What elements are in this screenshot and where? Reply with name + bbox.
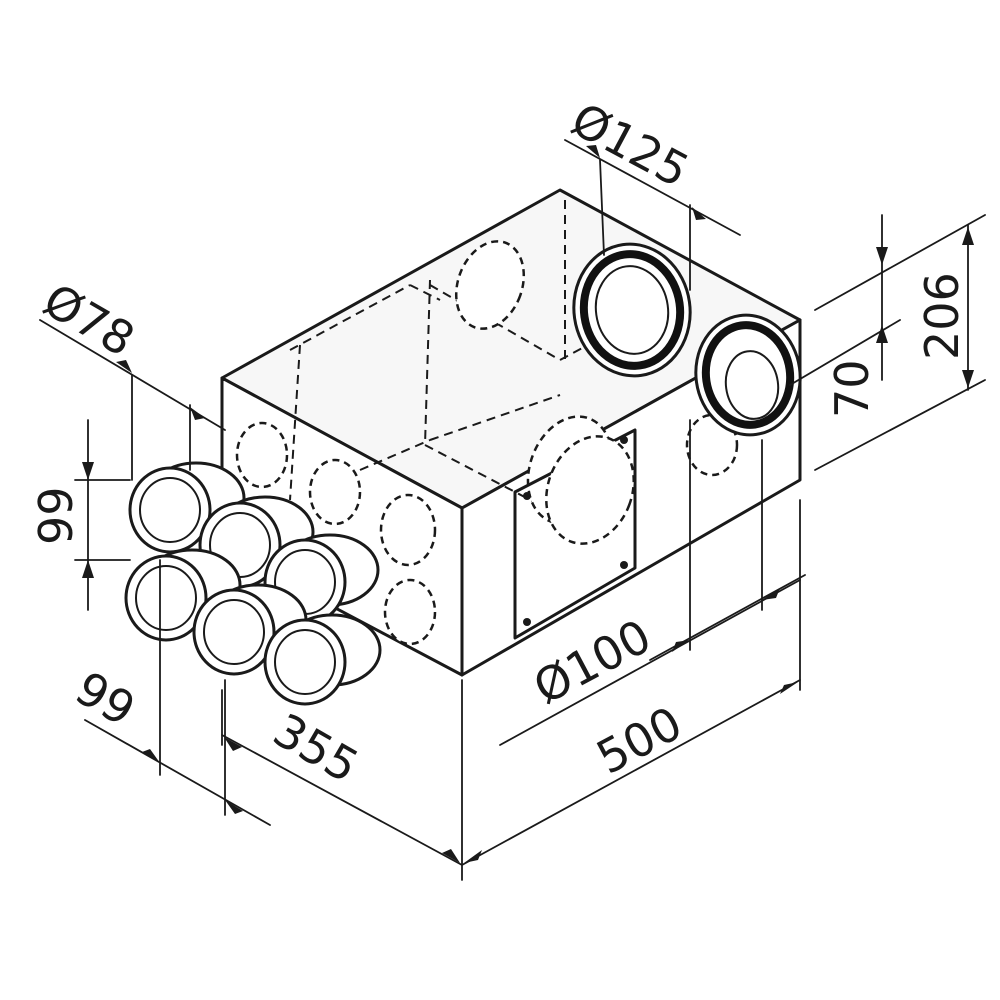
label-d78: Ø78 <box>35 273 144 367</box>
inspection-inner-hole <box>545 435 635 545</box>
spigot-78-6 <box>263 613 382 706</box>
label-height-70: 70 <box>825 359 879 418</box>
knockout-left-3 <box>379 493 437 567</box>
dimension-height-70: 70 <box>789 214 901 418</box>
knockout-holes-left <box>235 421 437 646</box>
dimension-depth-355: 355 <box>221 679 463 881</box>
knockout-left-4 <box>383 578 437 646</box>
dimension-d78: Ø78 <box>35 273 226 481</box>
knockout-left-2 <box>308 458 362 526</box>
inspection-panel <box>513 428 637 640</box>
spigot-78-group <box>124 461 382 706</box>
label-depth-355: 355 <box>265 703 368 794</box>
spigot-125-right <box>694 313 802 437</box>
spigot-125-back <box>572 242 692 378</box>
label-d125: Ø125 <box>563 92 698 198</box>
label-pitch-vertical: 99 <box>29 486 83 545</box>
label-width-500: 500 <box>588 696 691 785</box>
knockout-left-1 <box>235 421 289 489</box>
knockout-back-1 <box>454 240 526 330</box>
knockout-right-2 <box>685 413 739 477</box>
dimension-height-206: 206 <box>814 214 986 471</box>
dimension-pitch-vertical: 99 <box>29 419 131 611</box>
label-height-206: 206 <box>915 272 969 360</box>
label-pitch-horizontal: 99 <box>67 661 145 737</box>
